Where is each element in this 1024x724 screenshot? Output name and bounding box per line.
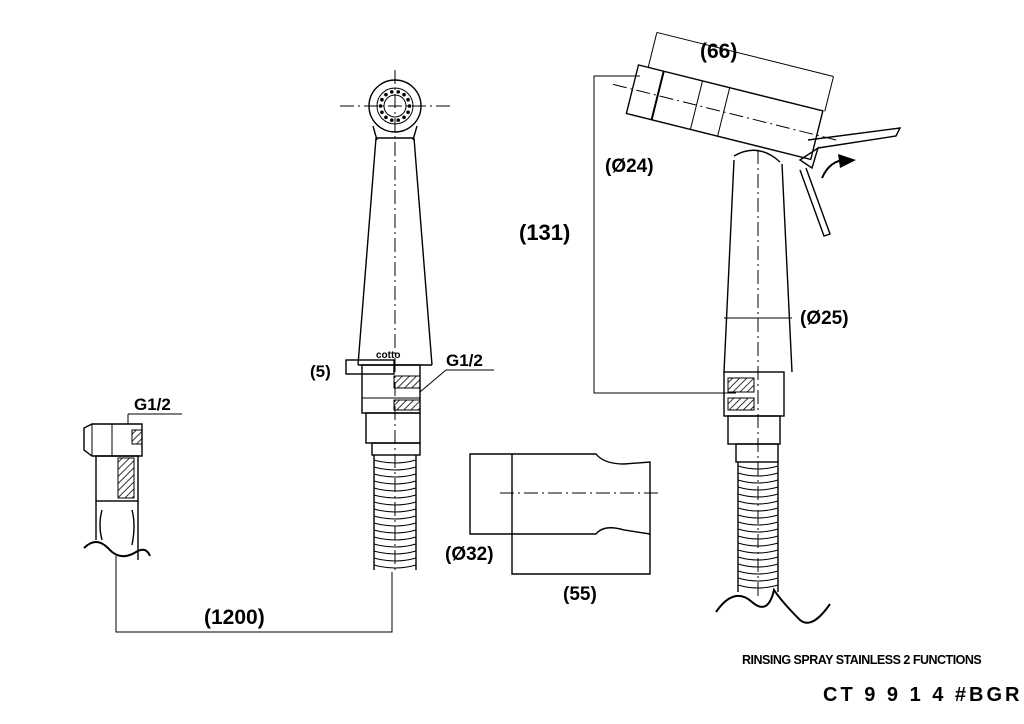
product-name: RINSING SPRAY STAINLESS 2 FUNCTIONS	[742, 653, 982, 667]
handle-diameter-label: (Ø25)	[800, 308, 849, 329]
hose-rib	[737, 500, 779, 505]
hose-rib	[373, 494, 417, 499]
hose-rib	[373, 529, 417, 534]
spray-front-view	[340, 70, 494, 570]
hose-rib	[373, 480, 417, 485]
hose-rib	[737, 486, 779, 491]
hose-rib	[373, 508, 417, 513]
brand-mark: cotto	[376, 350, 400, 361]
product-code: CT 9 9 1 4 #BGR	[823, 684, 1023, 706]
hose-rib	[373, 522, 417, 527]
hose-rib	[737, 577, 779, 582]
nozzle-dot	[396, 118, 401, 122]
nozzle-dot	[402, 115, 406, 120]
front-offset-label: (5)	[310, 362, 331, 381]
left-thread-label: G1/2	[134, 395, 171, 414]
hose-rib	[737, 514, 779, 519]
hose-rib	[737, 528, 779, 533]
hose-rib	[737, 542, 779, 547]
hose-rib	[737, 556, 779, 561]
nozzle-dot	[406, 97, 410, 102]
nozzle-dot	[380, 97, 384, 102]
nozzle-dot	[384, 92, 388, 97]
hose-rib	[373, 459, 417, 464]
hose-rib	[373, 473, 417, 478]
hose-rib	[737, 549, 779, 554]
hose-rib	[373, 501, 417, 506]
hose-nut-view	[83, 413, 393, 633]
hose-rib	[737, 507, 779, 512]
nozzle-dot	[407, 104, 412, 108]
hose-rib	[373, 515, 417, 520]
hose-rib	[737, 521, 779, 526]
nozzle-dot	[396, 90, 401, 94]
nozzle-dot	[378, 104, 383, 108]
nozzle-dot	[389, 90, 394, 94]
holder-view	[469, 453, 660, 575]
front-thread-label: G1/2	[446, 351, 483, 370]
nozzle-dot	[384, 115, 388, 120]
hose-rib	[373, 557, 417, 562]
holder-diameter-label: (Ø32)	[445, 544, 494, 565]
hose-rib	[373, 564, 417, 569]
hose-rib	[737, 570, 779, 575]
hose-rib	[373, 550, 417, 555]
hose-rib	[737, 479, 779, 484]
spray-side-view	[593, 31, 902, 624]
head-diameter-label: (Ø24)	[605, 156, 654, 177]
hose-rib	[737, 563, 779, 568]
hose-rib	[737, 472, 779, 477]
hose-rib	[373, 466, 417, 471]
hose-rib	[373, 536, 417, 541]
nozzle-dot	[389, 118, 394, 122]
hose-rib	[737, 465, 779, 470]
nozzle-dot	[406, 110, 410, 115]
holder-length-label: (55)	[563, 584, 597, 605]
nozzle-dot	[380, 110, 384, 115]
height-label: (131)	[519, 220, 570, 245]
hose-rib	[373, 487, 417, 492]
hose-rib	[737, 493, 779, 498]
hose-length-label: (1200)	[204, 606, 265, 629]
hose-rib	[737, 535, 779, 540]
head-length-label: (66)	[700, 40, 737, 63]
hose-rib	[737, 584, 779, 589]
nozzle-dot	[402, 92, 406, 97]
hose-rib	[373, 543, 417, 548]
